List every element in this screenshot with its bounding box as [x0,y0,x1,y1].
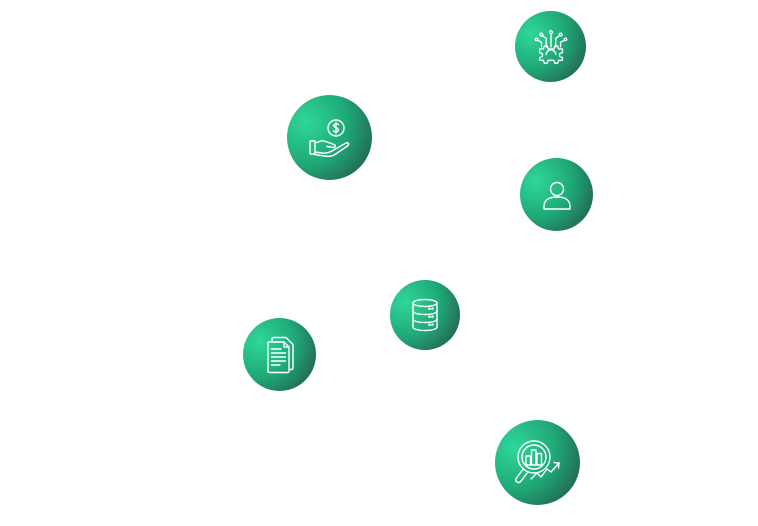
hand-coin-bubble [287,95,372,180]
document-bubble [243,318,316,391]
analytics-bubble [495,420,580,505]
hand-coin-icon [308,118,349,157]
document-icon [266,336,294,373]
database-bubble [390,280,460,350]
analytics-magnifier-icon [514,439,560,483]
user-bubble [520,158,593,231]
user-icon [542,181,571,210]
database-icon [412,298,438,332]
gear-circuit-icon [534,29,567,64]
gear-circuit-bubble [515,11,586,82]
